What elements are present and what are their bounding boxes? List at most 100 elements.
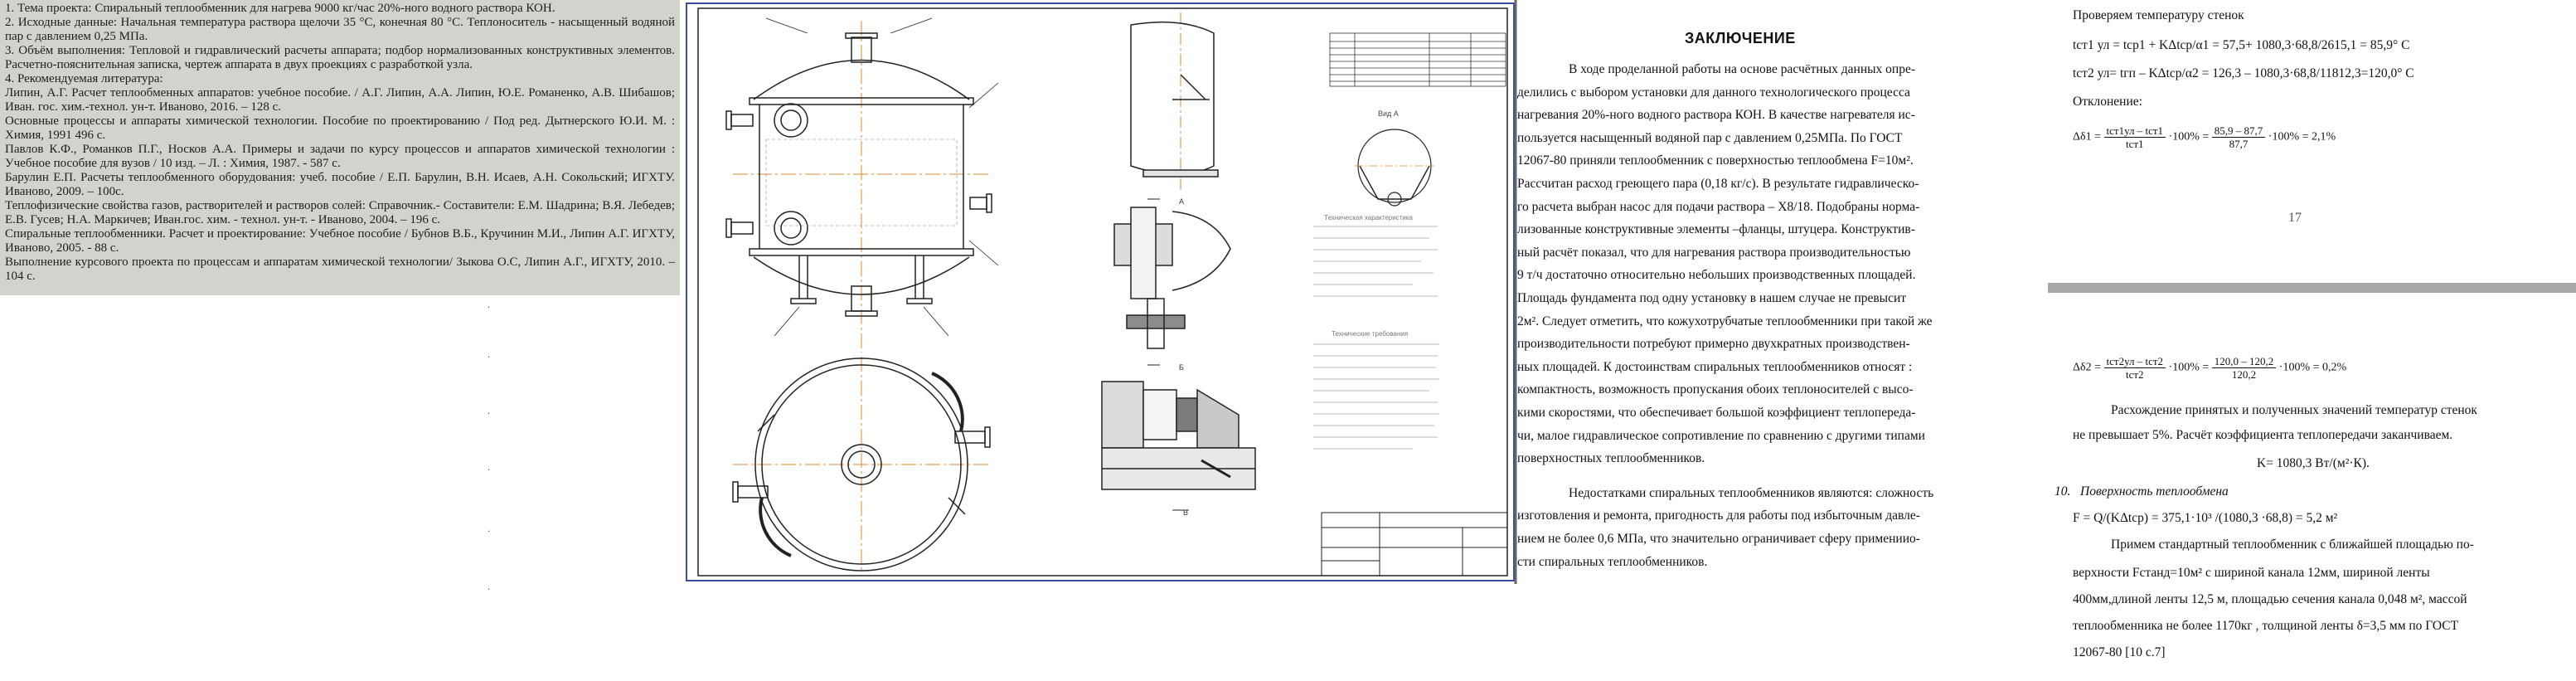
scanned-assignment-sheet: 1. Тема проекта: Спиральный теплообменни… bbox=[0, 0, 680, 295]
conclusion-line: Недостатками спиральных теплообменников … bbox=[1569, 485, 1934, 500]
conclusion-line: изготовления и ремонта, пригодность для … bbox=[1517, 508, 1920, 523]
conclusion-title: ЗАКЛЮЧЕНИЕ bbox=[1685, 30, 1796, 46]
d1-rhs-numerator: 85,9 – 87,7 bbox=[2211, 124, 2266, 138]
assignment-text-block: 1. Тема проекта: Спиральный теплообменни… bbox=[5, 2, 675, 284]
requirements-title: Технические требования bbox=[1332, 330, 1408, 338]
conclusion-para-1: Расхождение принятых и полученных значен… bbox=[2111, 403, 2477, 417]
conclusion-line: лизованные конструктивные элементы –флан… bbox=[1517, 222, 1915, 237]
section-heading: 10. Поверхность теплообмена bbox=[2054, 483, 2229, 501]
engineering-drawing-sheet: Вид А Техническая характеристика Техниче… bbox=[683, 0, 1517, 584]
conclusion-line: 2м². Следует отметить, что кожухотрубчат… bbox=[1517, 314, 1933, 328]
assignment-paragraph: 3. Объём выполнения: Тепловой и гидравли… bbox=[5, 44, 675, 71]
conclusion-line: нием не более 0,6 МПа, что значительно о… bbox=[1517, 532, 1920, 546]
conclusion-line: ный расчёт показал, что для нагревания р… bbox=[1517, 245, 1911, 260]
margin-dot: . bbox=[488, 405, 490, 416]
conclusion-line: чи, малое гидравлическое сопротивление п… bbox=[1517, 428, 1925, 443]
conclusion-line: Рассчитан расход греющего пара (0,18 кг/… bbox=[1517, 177, 1919, 191]
conclusion-line: поверхностных теплообменников. bbox=[1517, 451, 1705, 466]
assignment-paragraph: Барулин Е.П. Расчеты теплообменного обор… bbox=[5, 171, 675, 198]
margin-dot: . bbox=[488, 581, 490, 592]
view-a-label: Вид А bbox=[1378, 109, 1399, 118]
drawing-canvas: Вид А Техническая характеристика Техниче… bbox=[683, 0, 1517, 584]
assignment-paragraph: Липин, А.Г. Расчет теплообменных аппарат… bbox=[5, 86, 675, 114]
node-label: А bbox=[1179, 197, 1184, 206]
margin-dot: . bbox=[488, 461, 490, 473]
section-title: Поверхность теплообмена bbox=[2080, 484, 2229, 499]
conclusion-line: го расчета выбран насос для подачи раств… bbox=[1517, 199, 1920, 214]
d2-numerator: tст2ул – tст2 bbox=[2103, 355, 2166, 368]
view-a-small: Вид А bbox=[1355, 109, 1434, 207]
assignment-paragraph: 1. Тема проекта: Спиральный теплообменни… bbox=[5, 2, 555, 15]
assignment-paragraph: Основные процессы и аппараты химической … bbox=[5, 114, 675, 142]
page-number: 17 bbox=[2288, 211, 2302, 225]
selection-line-2: верхности Fстанд=10м² с шириной канала 1… bbox=[2073, 566, 2430, 580]
formula-tst2: tст2 ул= tгп – KΔtср/α2 = 126,3 – 1080,3… bbox=[2073, 66, 2414, 80]
d1-lhs: Δδ1 = bbox=[2073, 130, 2101, 143]
conclusion-para-2: не превышает 5%. Расчёт коэффициента теп… bbox=[2073, 428, 2453, 442]
assignment-paragraph: 2. Исходные данные: Начальная температур… bbox=[5, 16, 675, 43]
node-label: Б bbox=[1179, 363, 1184, 372]
k-value: K= 1080,3 Вт/(м²·К). bbox=[2257, 456, 2370, 470]
calculation-page: Проверяем температуру стенок tст1 ул = t… bbox=[2048, 0, 2576, 681]
d1-numerator: tст1ул – tст1 bbox=[2103, 124, 2166, 138]
node-labels: А Б В bbox=[1179, 197, 1188, 517]
d2-denominator: tст2 bbox=[2125, 368, 2144, 381]
conclusion-line: В ходе проделанной работы на основе расч… bbox=[1569, 62, 1915, 76]
selection-line-5: 12067-80 [10 с.7] bbox=[2073, 645, 2166, 659]
formula-area: F = Q/(KΔtср) = 375,1·10³ /(1080,3 ·68,8… bbox=[2073, 511, 2338, 525]
conclusion-line: 9 т/ч достаточно относительно небольших … bbox=[1517, 268, 1916, 283]
formula-tst1: tст1 ул = tср1 + KΔtср/α1 = 57,5+ 1080,3… bbox=[2073, 38, 2410, 52]
detail-view-c bbox=[1101, 381, 1256, 490]
deviation-label: Отклонение: bbox=[2073, 95, 2142, 109]
conclusion-line: делились с выбором установки для данного… bbox=[1517, 85, 1910, 100]
margin-dot: . bbox=[488, 299, 490, 310]
conclusion-line: кими скоростями, что обеспечивает большо… bbox=[1517, 406, 1916, 420]
selection-line-1: Примем стандартный теплообменник с ближа… bbox=[2111, 538, 2474, 552]
d2-rhs-numerator: 120,0 – 120,2 bbox=[2211, 355, 2277, 368]
selection-line-4: теплообменника не более 1170кг , толщино… bbox=[2073, 619, 2459, 633]
conclusion-page: ЗАКЛЮЧЕНИЕ В ходе проделанной работы на … bbox=[1517, 0, 2015, 681]
conclusion-line: ных площадей. К достоинствам спиральных … bbox=[1517, 359, 1913, 374]
check-title: Проверяем температуру стенок bbox=[2073, 8, 2244, 22]
page-separator bbox=[2048, 283, 2576, 293]
spec-table bbox=[1329, 32, 1506, 87]
d1-denominator: tст1 bbox=[2125, 138, 2144, 150]
detail-view-b bbox=[1113, 207, 1231, 349]
conclusion-line: Площадь фундамента под одну установку в … bbox=[1517, 291, 1907, 305]
d1-result: ·100% = 2,1% bbox=[2268, 130, 2336, 143]
margin-dot: . bbox=[488, 348, 490, 360]
leader-lines bbox=[765, 17, 999, 337]
conclusion-line: нагревания 20%-ного водного раствора КОН… bbox=[1517, 108, 1915, 123]
selection-line-3: 400мм,длиной ленты 12,5 м, площадью сече… bbox=[2073, 592, 2467, 606]
d2-result: ·100% = 0,2% bbox=[2278, 361, 2347, 374]
node-label: В bbox=[1183, 508, 1188, 517]
vessel-front-view bbox=[725, 21, 992, 353]
conclusion-line: сти спиральных теплообменников. bbox=[1517, 554, 1708, 569]
conclusion-line: пользуется насыщенный водяной пар с давл… bbox=[1517, 130, 1903, 145]
sheet-frame bbox=[686, 2, 1515, 581]
margin-dot: . bbox=[488, 523, 490, 534]
d1-rhs-denominator: 87,7 bbox=[2229, 138, 2249, 150]
characteristics-title: Техническая характеристика bbox=[1324, 214, 1413, 221]
conclusion-line: производительности потребуют примерно дв… bbox=[1517, 337, 1910, 352]
title-block bbox=[1321, 512, 1508, 576]
tech-notes: Техническая характеристика Технические т… bbox=[1313, 214, 1439, 450]
vessel-plan-view bbox=[732, 357, 991, 572]
assignment-paragraph: Спиральные теплообменники. Расчет и прое… bbox=[5, 227, 675, 255]
d2-lhs: Δδ2 = bbox=[2073, 361, 2101, 374]
conclusion-line: компактность, возможность пропускания об… bbox=[1517, 382, 1914, 397]
d2-rhs-denominator: 120,2 bbox=[2231, 368, 2257, 381]
detail-view-a bbox=[1130, 12, 1219, 191]
section-marks bbox=[1147, 198, 1189, 511]
assignment-paragraph: 4. Рекомендуемая литература: bbox=[5, 72, 163, 85]
section-number: 10. bbox=[2054, 484, 2071, 499]
conclusion-line: 12067-80 приняли теплообменник с поверхн… bbox=[1517, 153, 1914, 168]
assignment-paragraph: Выполнение курсового проекта по процесса… bbox=[5, 255, 675, 283]
assignment-paragraph: Павлов К.Ф., Романков П.Г., Носков А.А. … bbox=[5, 143, 675, 170]
